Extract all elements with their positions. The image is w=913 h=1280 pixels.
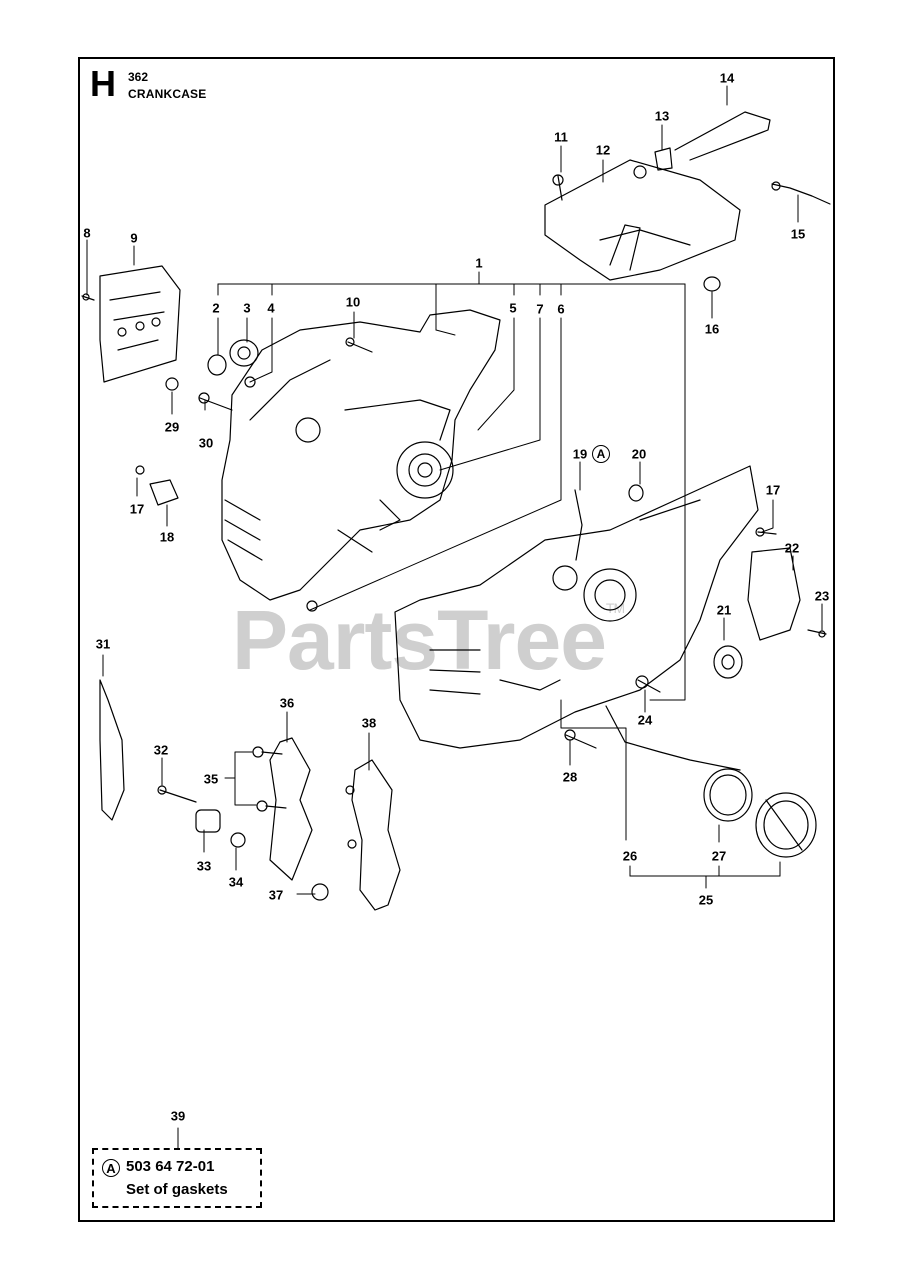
callout-34: 34 <box>228 874 244 890</box>
callout-21: 21 <box>716 602 732 618</box>
part-cover-22 <box>747 547 801 641</box>
part-throttle-rod-14 <box>674 111 771 161</box>
part-bracket-18 <box>149 479 179 506</box>
part-washer-34 <box>230 832 246 848</box>
part-sleeve-20 <box>628 484 644 502</box>
callout-17-right: 17 <box>765 482 781 498</box>
callout-37: 37 <box>268 887 284 903</box>
part-stud-24 <box>635 675 661 693</box>
callout-35: 35 <box>203 771 219 787</box>
part-bearing-3 <box>229 339 259 367</box>
callout-9: 9 <box>130 230 138 246</box>
callout-27: 27 <box>711 848 727 864</box>
part-plug-16 <box>703 276 721 292</box>
watermark-trademark: TM <box>605 600 625 616</box>
section-letter: H <box>90 63 116 104</box>
leader-lines <box>86 85 823 1149</box>
callout-17-left: 17 <box>129 501 145 517</box>
part-crankcase-half-left <box>221 309 501 612</box>
callout-29: 29 <box>164 419 180 435</box>
part-spike-38 <box>345 759 401 911</box>
callout-6: 6 <box>557 301 565 317</box>
callout-10: 10 <box>345 294 361 310</box>
callout-16: 16 <box>704 321 720 337</box>
part-crankcase-half-right <box>394 465 759 749</box>
part-sleeve-33 <box>195 809 221 833</box>
part-screw-11 <box>552 174 564 201</box>
part-spike-36 <box>269 737 313 881</box>
part-chain-guide-plate <box>99 265 181 383</box>
diagram-frame <box>78 57 835 1222</box>
callout-12: 12 <box>595 142 611 158</box>
callout-30: 30 <box>198 435 214 451</box>
callout-4: 4 <box>267 300 275 316</box>
part-screw-8 <box>81 293 95 301</box>
callout-38: 38 <box>361 715 377 731</box>
callout-15: 15 <box>790 226 806 242</box>
gasket-part-number: 503 64 72-01 <box>126 1158 215 1175</box>
part-tank-cover <box>544 159 741 281</box>
part-stud-30 <box>198 392 233 411</box>
part-screw-17b <box>755 527 777 537</box>
callout-11: 11 <box>554 129 568 145</box>
part-fuel-hose-26 <box>605 705 741 771</box>
callout-2: 2 <box>212 300 220 316</box>
gasket-description: Set of gaskets <box>126 1181 228 1198</box>
callout-18: 18 <box>159 529 175 545</box>
part-screw-32 <box>157 785 197 803</box>
gasket-set-box: A 503 64 72-01 Set of gaskets <box>92 1148 262 1208</box>
callout-31: 31 <box>95 636 111 652</box>
callout-33: 33 <box>196 858 212 874</box>
callout-25: 25 <box>698 892 714 908</box>
part-seal-27 <box>703 768 753 822</box>
model-number: 362 <box>128 70 149 84</box>
part-screw-28 <box>564 729 597 749</box>
part-pin-4 <box>244 376 256 388</box>
watermark: PartsTreeTM <box>232 592 625 689</box>
part-bearing-2 <box>207 354 227 376</box>
callout-7: 7 <box>536 301 544 317</box>
callout-13: 13 <box>654 108 670 124</box>
part-cap-25 <box>755 792 817 858</box>
part-nut-37 <box>311 883 329 901</box>
part-screws-35 <box>252 746 287 812</box>
callout-20: 20 <box>631 446 647 462</box>
watermark-text: PartsTree <box>232 593 607 687</box>
callout-32: 32 <box>153 742 169 758</box>
part-guard-31 <box>99 679 125 821</box>
callout-24: 24 <box>637 712 653 728</box>
callout-5: 5 <box>509 300 517 316</box>
callout-22: 22 <box>784 540 800 556</box>
part-clip-13 <box>654 147 673 171</box>
callout-23: 23 <box>814 588 830 604</box>
callout-26: 26 <box>622 848 638 864</box>
callout-19: 19 <box>572 446 588 462</box>
part-link-15 <box>771 181 831 205</box>
gasket-kit-marker: A <box>102 1159 120 1177</box>
callout-14: 14 <box>719 70 735 86</box>
section-title: CRANKCASE <box>128 87 207 101</box>
callout-1: 1 <box>475 255 483 271</box>
part-gasket-19 <box>574 489 583 561</box>
callout-39: 39 <box>170 1108 186 1124</box>
part-screw-10 <box>345 337 373 353</box>
callout-3: 3 <box>243 300 251 316</box>
part-seal-21 <box>713 645 743 679</box>
part-nut-29 <box>165 377 179 391</box>
callout-8: 8 <box>83 225 91 241</box>
callout-36: 36 <box>279 695 295 711</box>
kit-marker-a: A <box>592 445 610 463</box>
callout-28: 28 <box>562 769 578 785</box>
part-screw-17a <box>135 465 145 475</box>
part-screw-23 <box>807 629 827 638</box>
